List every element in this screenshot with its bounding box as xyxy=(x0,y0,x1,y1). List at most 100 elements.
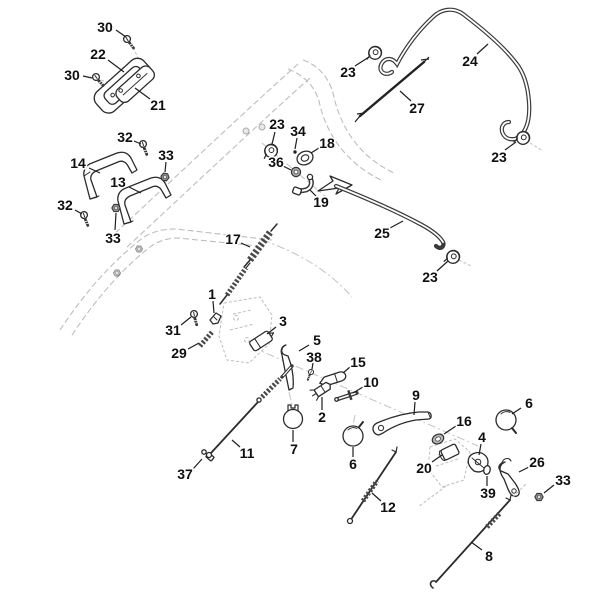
part-number-label-18: 18 xyxy=(319,135,335,151)
cap-23a-icon xyxy=(366,45,383,60)
part-number-label-27: 27 xyxy=(409,100,425,116)
part-number-label-3: 3 xyxy=(279,313,287,329)
part-number-label-2: 2 xyxy=(318,409,326,425)
part-number-label-10: 10 xyxy=(363,374,379,390)
part-number-label-1: 1 xyxy=(208,286,216,302)
part-19-elbow-art xyxy=(291,173,314,196)
leader-line-33 xyxy=(164,161,167,173)
part-17-spring-art xyxy=(243,223,278,268)
part-11-cable-art xyxy=(205,364,294,459)
part-number-label-29: 29 xyxy=(171,345,187,361)
leader-line-11 xyxy=(231,439,241,448)
part-number-label-33: 33 xyxy=(555,472,571,488)
screw-30a-icon xyxy=(120,33,138,50)
part-number-label-14: 14 xyxy=(70,155,86,171)
part-7-knob-art xyxy=(282,404,304,430)
brake-rod-spring-art xyxy=(219,262,251,305)
leader-line-29 xyxy=(187,342,200,350)
part-18-grommet-art xyxy=(296,150,314,166)
part-27-rod-art xyxy=(354,56,430,123)
part-number-label-32: 32 xyxy=(57,197,73,213)
part-number-label-22: 22 xyxy=(90,46,106,62)
leader-line-32 xyxy=(133,140,142,145)
part-8-cable-art xyxy=(429,483,527,589)
leader-line-9 xyxy=(413,401,416,416)
leader-line-27 xyxy=(399,90,412,102)
part-number-label-15: 15 xyxy=(350,354,366,370)
leader-line-38 xyxy=(311,362,314,370)
part-number-label-4: 4 xyxy=(478,429,486,445)
part-number-label-38: 38 xyxy=(306,349,322,365)
leader-line-26 xyxy=(518,466,530,473)
handlebar-ghost-outline xyxy=(59,42,544,508)
leader-line-23 xyxy=(504,141,517,151)
part-number-label-37: 37 xyxy=(177,466,193,482)
part-3-block-art xyxy=(249,330,275,352)
leader-line-5 xyxy=(298,344,310,352)
leader-line-15 xyxy=(342,366,351,374)
part-26-lever-art xyxy=(498,458,520,497)
leader-line-13 xyxy=(128,186,142,194)
part-number-label-12: 12 xyxy=(380,499,396,515)
part-number-label-16: 16 xyxy=(456,413,472,429)
part-36-ring-icon xyxy=(290,166,302,178)
leader-line-37 xyxy=(192,458,203,470)
screw-31-icon xyxy=(185,307,205,327)
part-10-pin-art xyxy=(334,389,359,402)
leader-line-12 xyxy=(371,492,382,502)
leader-line-32 xyxy=(74,209,83,215)
leader-line-23 xyxy=(354,56,370,67)
part-number-label-23: 23 xyxy=(422,269,438,285)
part-number-label-7: 7 xyxy=(290,441,298,457)
leader-line-33 xyxy=(114,212,117,231)
part-number-label-32: 32 xyxy=(117,129,133,145)
part-number-label-20: 20 xyxy=(416,460,432,476)
nut-33b-icon xyxy=(111,203,121,213)
part-number-label-26: 26 xyxy=(529,454,545,470)
part-number-label-39: 39 xyxy=(480,485,496,501)
part-2-clamp-art xyxy=(309,381,331,401)
part-12-cable-art xyxy=(346,446,398,525)
leader-line-4 xyxy=(478,443,482,456)
part-5-lever-art xyxy=(280,344,294,391)
leader-line-3 xyxy=(266,326,277,335)
part-6a-stem xyxy=(358,421,364,428)
part-22-bracket-art xyxy=(93,57,156,114)
part-number-label-13: 13 xyxy=(110,174,126,190)
part-number-label-23: 23 xyxy=(491,149,507,165)
part-39-ring-icon xyxy=(483,465,491,475)
leader-line-23 xyxy=(436,260,449,272)
leader-line-16 xyxy=(443,425,457,435)
part-number-label-21: 21 xyxy=(150,97,166,113)
leader-line-30 xyxy=(115,29,127,38)
part-number-label-11: 11 xyxy=(240,445,255,461)
part-number-label-23: 23 xyxy=(340,64,356,80)
leader-line-6 xyxy=(511,407,522,415)
part-number-label-33: 33 xyxy=(105,230,121,246)
part-number-label-25: 25 xyxy=(374,225,390,241)
screw-30b-icon xyxy=(90,71,106,87)
leader-line-22 xyxy=(107,59,125,73)
leader-line-33 xyxy=(543,484,555,494)
cap-23b-icon xyxy=(513,128,532,147)
part-number-label-8: 8 xyxy=(485,548,493,564)
part-number-label-23: 23 xyxy=(269,116,285,132)
leader-line-31 xyxy=(180,316,192,326)
part-number-label-30: 30 xyxy=(97,19,113,35)
part-number-label-36: 36 xyxy=(268,154,284,170)
part-number-label-30: 30 xyxy=(64,67,80,83)
leader-line-20 xyxy=(431,454,443,463)
part-number-label-34: 34 xyxy=(290,123,306,139)
leader-line-10 xyxy=(352,386,364,394)
part-29-spring-art xyxy=(198,329,215,348)
part-4-bracket-art xyxy=(467,451,489,473)
part-number-label-19: 19 xyxy=(313,194,329,210)
screw-32a-icon xyxy=(135,138,154,156)
part-34-pin-icon xyxy=(293,150,297,154)
part-6b-stem xyxy=(511,427,517,434)
part-number-label-33: 33 xyxy=(158,147,174,163)
part-6a-ball-art xyxy=(342,425,364,447)
